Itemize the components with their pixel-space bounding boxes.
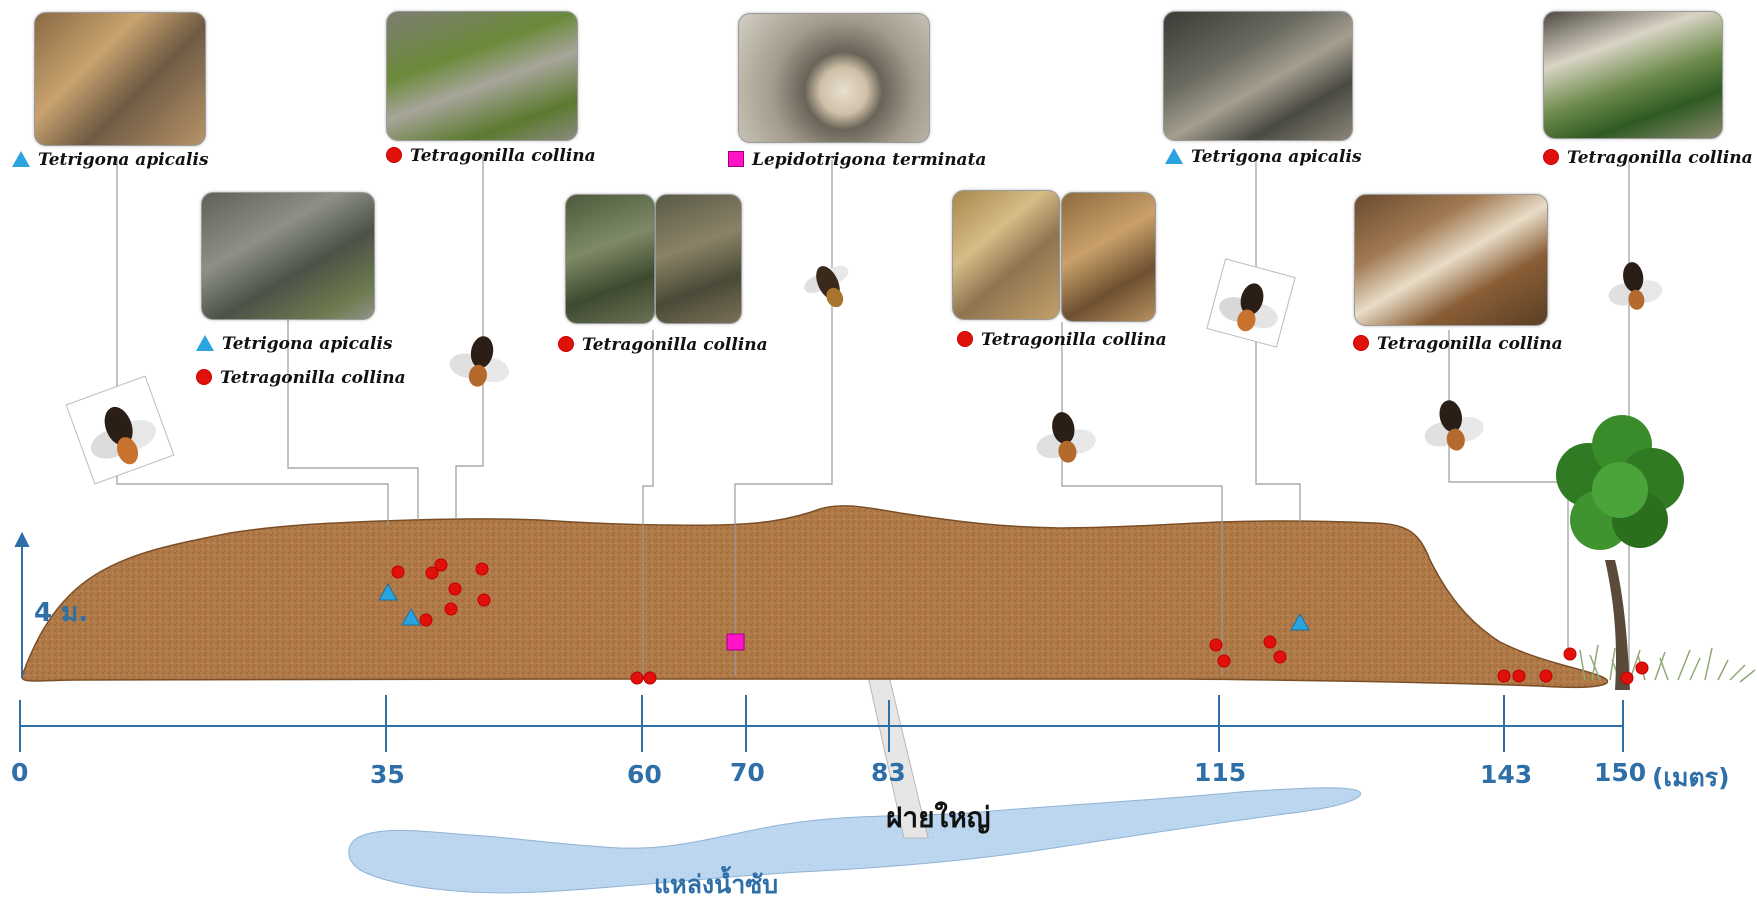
bee-icon [1604, 258, 1664, 313]
nest-photo-7a [565, 194, 655, 324]
nest-collina [476, 563, 488, 575]
reservoir-shape [349, 788, 1361, 893]
tick-label: 0 [11, 758, 28, 787]
bee-icon [446, 331, 514, 392]
nest-collina [1540, 670, 1552, 682]
triangle-icon [196, 335, 214, 351]
nest-photo-3 [738, 13, 930, 143]
label-collina-7: Tetragonilla collina [558, 335, 768, 355]
nest-collina [392, 566, 404, 578]
mound-shape [22, 506, 1608, 687]
nest-photo-4 [1163, 11, 1353, 141]
circle-icon [558, 336, 574, 352]
label-collina-2: Tetragonilla collina [386, 146, 596, 166]
nest-terminata [727, 634, 744, 650]
label-collina-6: Tetragonilla collina [196, 368, 406, 388]
nest-photo-6 [201, 192, 375, 320]
nest-photo-8a [952, 190, 1060, 320]
label-collina-8: Tetragonilla collina [957, 330, 1167, 350]
nest-collina [1564, 648, 1576, 660]
circle-icon [1543, 149, 1559, 165]
bee-icon [66, 376, 174, 484]
nest-collina [1498, 670, 1510, 682]
bee-icon [1418, 394, 1487, 456]
nest-collina [631, 672, 643, 684]
nest-photo-9 [1354, 194, 1548, 326]
nest-collina [1264, 636, 1276, 648]
label-collina-5: Tetragonilla collina [1543, 148, 1753, 168]
nest-collina [644, 672, 656, 684]
reservoir-label: แหล่งน้ำซับ [654, 865, 778, 899]
nest-collina [1621, 672, 1633, 684]
label-collina-9: Tetragonilla collina [1353, 334, 1563, 354]
triangle-icon [12, 151, 30, 167]
tick-label: 83 [871, 758, 906, 787]
tick-label: 35 [370, 760, 405, 789]
nest-collina [1636, 662, 1648, 674]
tick-label: 70 [730, 758, 765, 787]
circle-icon [1353, 335, 1369, 351]
dam-label: ฝายใหญ่ [886, 796, 991, 840]
bee-icon [1207, 259, 1295, 347]
nest-photo-1 [34, 12, 206, 146]
bee-icon [1031, 407, 1099, 468]
distance-axis [20, 695, 1624, 752]
nest-collina [420, 614, 432, 626]
triangle-icon [1165, 148, 1183, 164]
nest-collina [449, 583, 461, 595]
label-apicalis-6: Tetrigona apicalis [196, 334, 393, 354]
nest-collina [445, 603, 457, 615]
nest-photo-5 [1543, 11, 1723, 139]
nest-photo-7b [655, 194, 742, 324]
label-apicalis-4: Tetrigona apicalis [1165, 147, 1362, 167]
square-icon [728, 151, 744, 167]
nest-collina [1274, 651, 1286, 663]
height-label: 4 ม. [34, 592, 88, 633]
tick-label: 115 [1194, 758, 1246, 787]
label-terminata: Lepidotrigona terminata [728, 150, 986, 170]
tick-label: 143 [1480, 760, 1532, 789]
axis-unit-label: (เมตร) [1652, 758, 1730, 798]
circle-icon [196, 369, 212, 385]
nest-collina [1218, 655, 1230, 667]
height-arrow [16, 534, 28, 678]
circle-icon [957, 331, 973, 347]
nest-photo-2 [386, 11, 578, 141]
nest-collina [426, 567, 438, 579]
tick-label: 150 [1594, 758, 1646, 787]
tick-label: 60 [627, 760, 662, 789]
nest-photo-8b [1061, 192, 1156, 322]
grass [1580, 645, 1755, 682]
bee-icon [799, 257, 861, 317]
label-apicalis-1: Tetrigona apicalis [12, 150, 209, 170]
circle-icon [386, 147, 402, 163]
nest-collina [1210, 639, 1222, 651]
nest-collina [1513, 670, 1525, 682]
tree [1556, 415, 1684, 690]
nest-collina [478, 594, 490, 606]
